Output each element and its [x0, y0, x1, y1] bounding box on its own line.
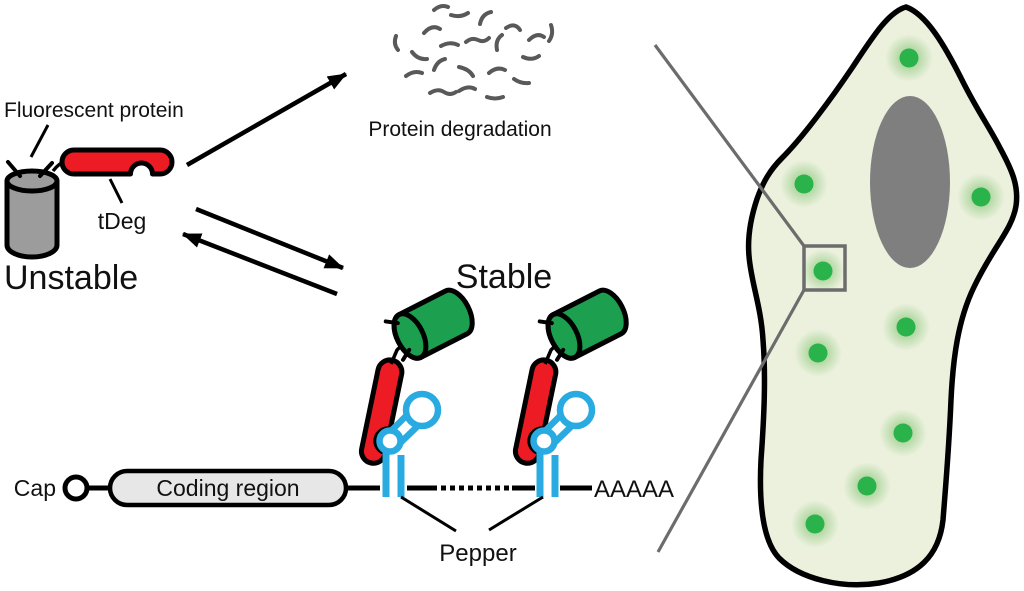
hairpin-loop	[402, 390, 442, 430]
protein-degradation-label: Protein degradation	[368, 118, 551, 141]
cap-tick	[401, 347, 412, 362]
tdeg-label: tDeg	[98, 208, 147, 234]
pepper-hairpin	[376, 390, 442, 497]
cap-circle	[62, 474, 90, 502]
rna-granule-dot	[879, 409, 927, 457]
rna-granule-dot	[882, 303, 930, 351]
cell-membrane	[745, 4, 1020, 588]
mrna: Cap Coding region AAAAA	[14, 468, 674, 508]
cap-tick	[383, 319, 400, 326]
stable-label: Stable	[456, 258, 552, 296]
rna-granule-dot	[843, 462, 891, 510]
pepper-pointer-left	[400, 495, 457, 533]
cell-illustration	[653, 4, 1020, 588]
equilibrium-arrows	[182, 206, 344, 297]
degradation-arrow	[185, 72, 348, 167]
unstable-complex	[4, 147, 175, 260]
folded-fluorescent-protein-cylinder	[383, 287, 475, 362]
hairpin-bulge	[376, 427, 404, 455]
rna-granule-dot	[801, 249, 845, 293]
fluorescent-protein-label: Fluorescent protein	[4, 99, 184, 122]
nucleus	[870, 96, 950, 268]
cap-label: Cap	[14, 475, 56, 501]
magnifier-line-bottom	[656, 289, 806, 553]
magnifier-line-top	[653, 44, 806, 247]
denatured-tick-right	[38, 161, 54, 178]
rna-granule-dot	[780, 160, 828, 208]
forward-arrow	[195, 206, 344, 271]
rna-granule-dot	[794, 329, 842, 377]
rna-granule-dot	[957, 173, 1005, 221]
stable-complex	[358, 287, 475, 466]
denatured-tick-left	[6, 160, 22, 178]
protein-degradation-fragments	[392, 4, 555, 101]
pepper-pointer-right	[488, 495, 544, 532]
rna-granules	[780, 34, 1005, 548]
tdeg-pointer	[108, 178, 124, 204]
rna-granule-dot	[885, 34, 933, 82]
pepper-label: Pepper	[439, 540, 516, 567]
poly-a-tail-label: AAAAA	[594, 476, 674, 503]
rna-granule-dot	[791, 500, 839, 548]
reverse-arrow	[182, 231, 338, 297]
tdeg-bar	[59, 147, 175, 177]
unfolded-fluorescent-protein-cylinder	[4, 160, 60, 260]
magnifier-box	[802, 244, 847, 292]
unstable-label: Unstable	[4, 259, 138, 297]
coding-region-label: Coding region	[156, 475, 299, 501]
fluorescent-protein-pointer	[29, 124, 50, 158]
